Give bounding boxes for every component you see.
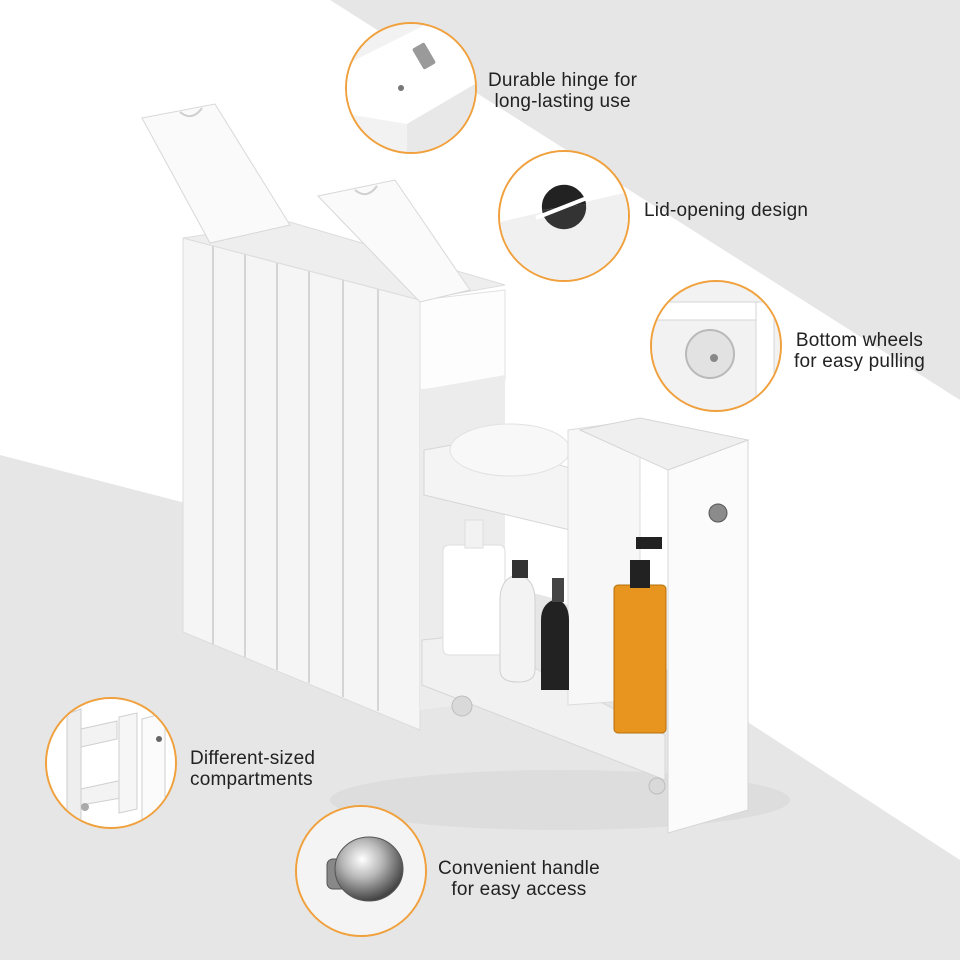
compartments-callout	[45, 697, 177, 829]
handle-caption: Convenient handle for easy access	[438, 858, 600, 900]
background-band-top	[330, 0, 960, 400]
hinge-icon	[347, 24, 475, 152]
lid-caption: Lid-opening design	[644, 200, 809, 221]
rolled-towel	[449, 423, 571, 477]
wheels-caption: Bottom wheels for easy pulling	[794, 330, 925, 372]
cart-knob	[708, 503, 728, 523]
amber-soap-bottle	[613, 584, 667, 734]
bottles	[442, 519, 667, 734]
wheels-callout	[650, 280, 782, 412]
lid-opening-icon	[500, 152, 628, 280]
cart-wheel	[451, 695, 473, 717]
hinge-caption: Durable hinge for long-lasting use	[488, 70, 638, 112]
compartments-icon	[47, 699, 175, 827]
knob-handle-icon	[297, 807, 425, 935]
wheel-icon	[652, 282, 780, 410]
open-lid-right	[317, 179, 471, 303]
hinge-callout	[345, 22, 477, 154]
lid-callout	[498, 150, 630, 282]
pull-out-cart	[420, 375, 750, 834]
compartments-caption: Different-sized compartments	[190, 748, 316, 790]
open-lid-left	[141, 103, 291, 244]
cart-wheel	[648, 777, 666, 795]
handle-callout	[295, 805, 427, 937]
